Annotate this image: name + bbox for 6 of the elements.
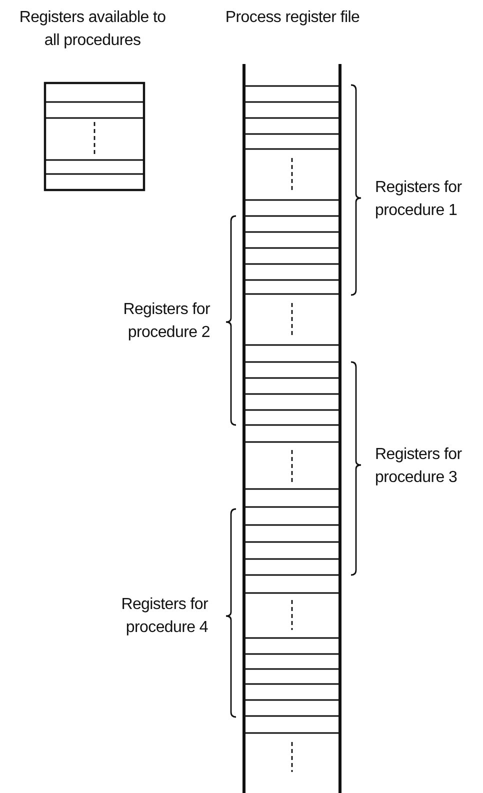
heading: Process register file	[224, 8, 361, 28]
bracket-label: Registers for procedure 4	[120, 595, 208, 638]
bracket-label: Registers for procedure 3	[375, 445, 463, 488]
heading: Registers available to all procedures	[18, 8, 167, 51]
bracket-label: Registers for procedure 1	[375, 178, 463, 221]
bracket-label: Registers for procedure 2	[122, 300, 210, 343]
